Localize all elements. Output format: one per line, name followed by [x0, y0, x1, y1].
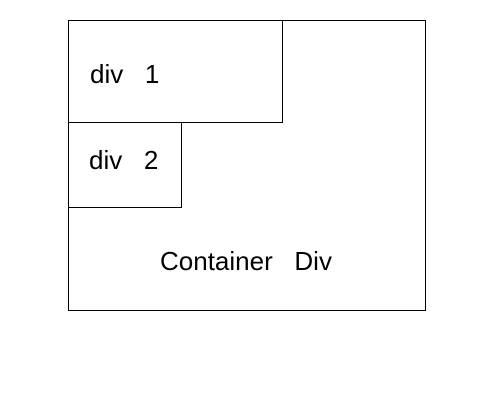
- div-1-label: div 1: [90, 59, 160, 89]
- div-1-box: [68, 20, 283, 123]
- div-2-box: [68, 122, 182, 208]
- div-2-label: div 2: [89, 145, 159, 175]
- container-div-label: Container Div: [160, 246, 332, 276]
